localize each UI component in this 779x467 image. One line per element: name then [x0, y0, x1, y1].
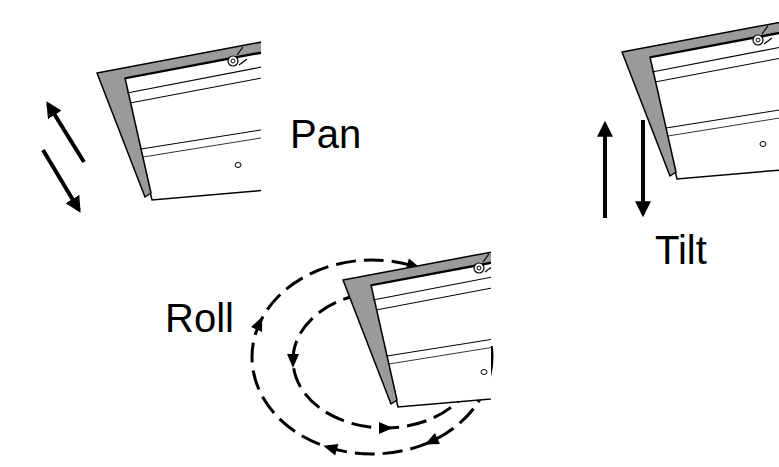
- motion-label: Roll: [165, 296, 234, 340]
- motion-label: Tilt: [655, 228, 707, 272]
- motion-label: Pan: [290, 112, 361, 156]
